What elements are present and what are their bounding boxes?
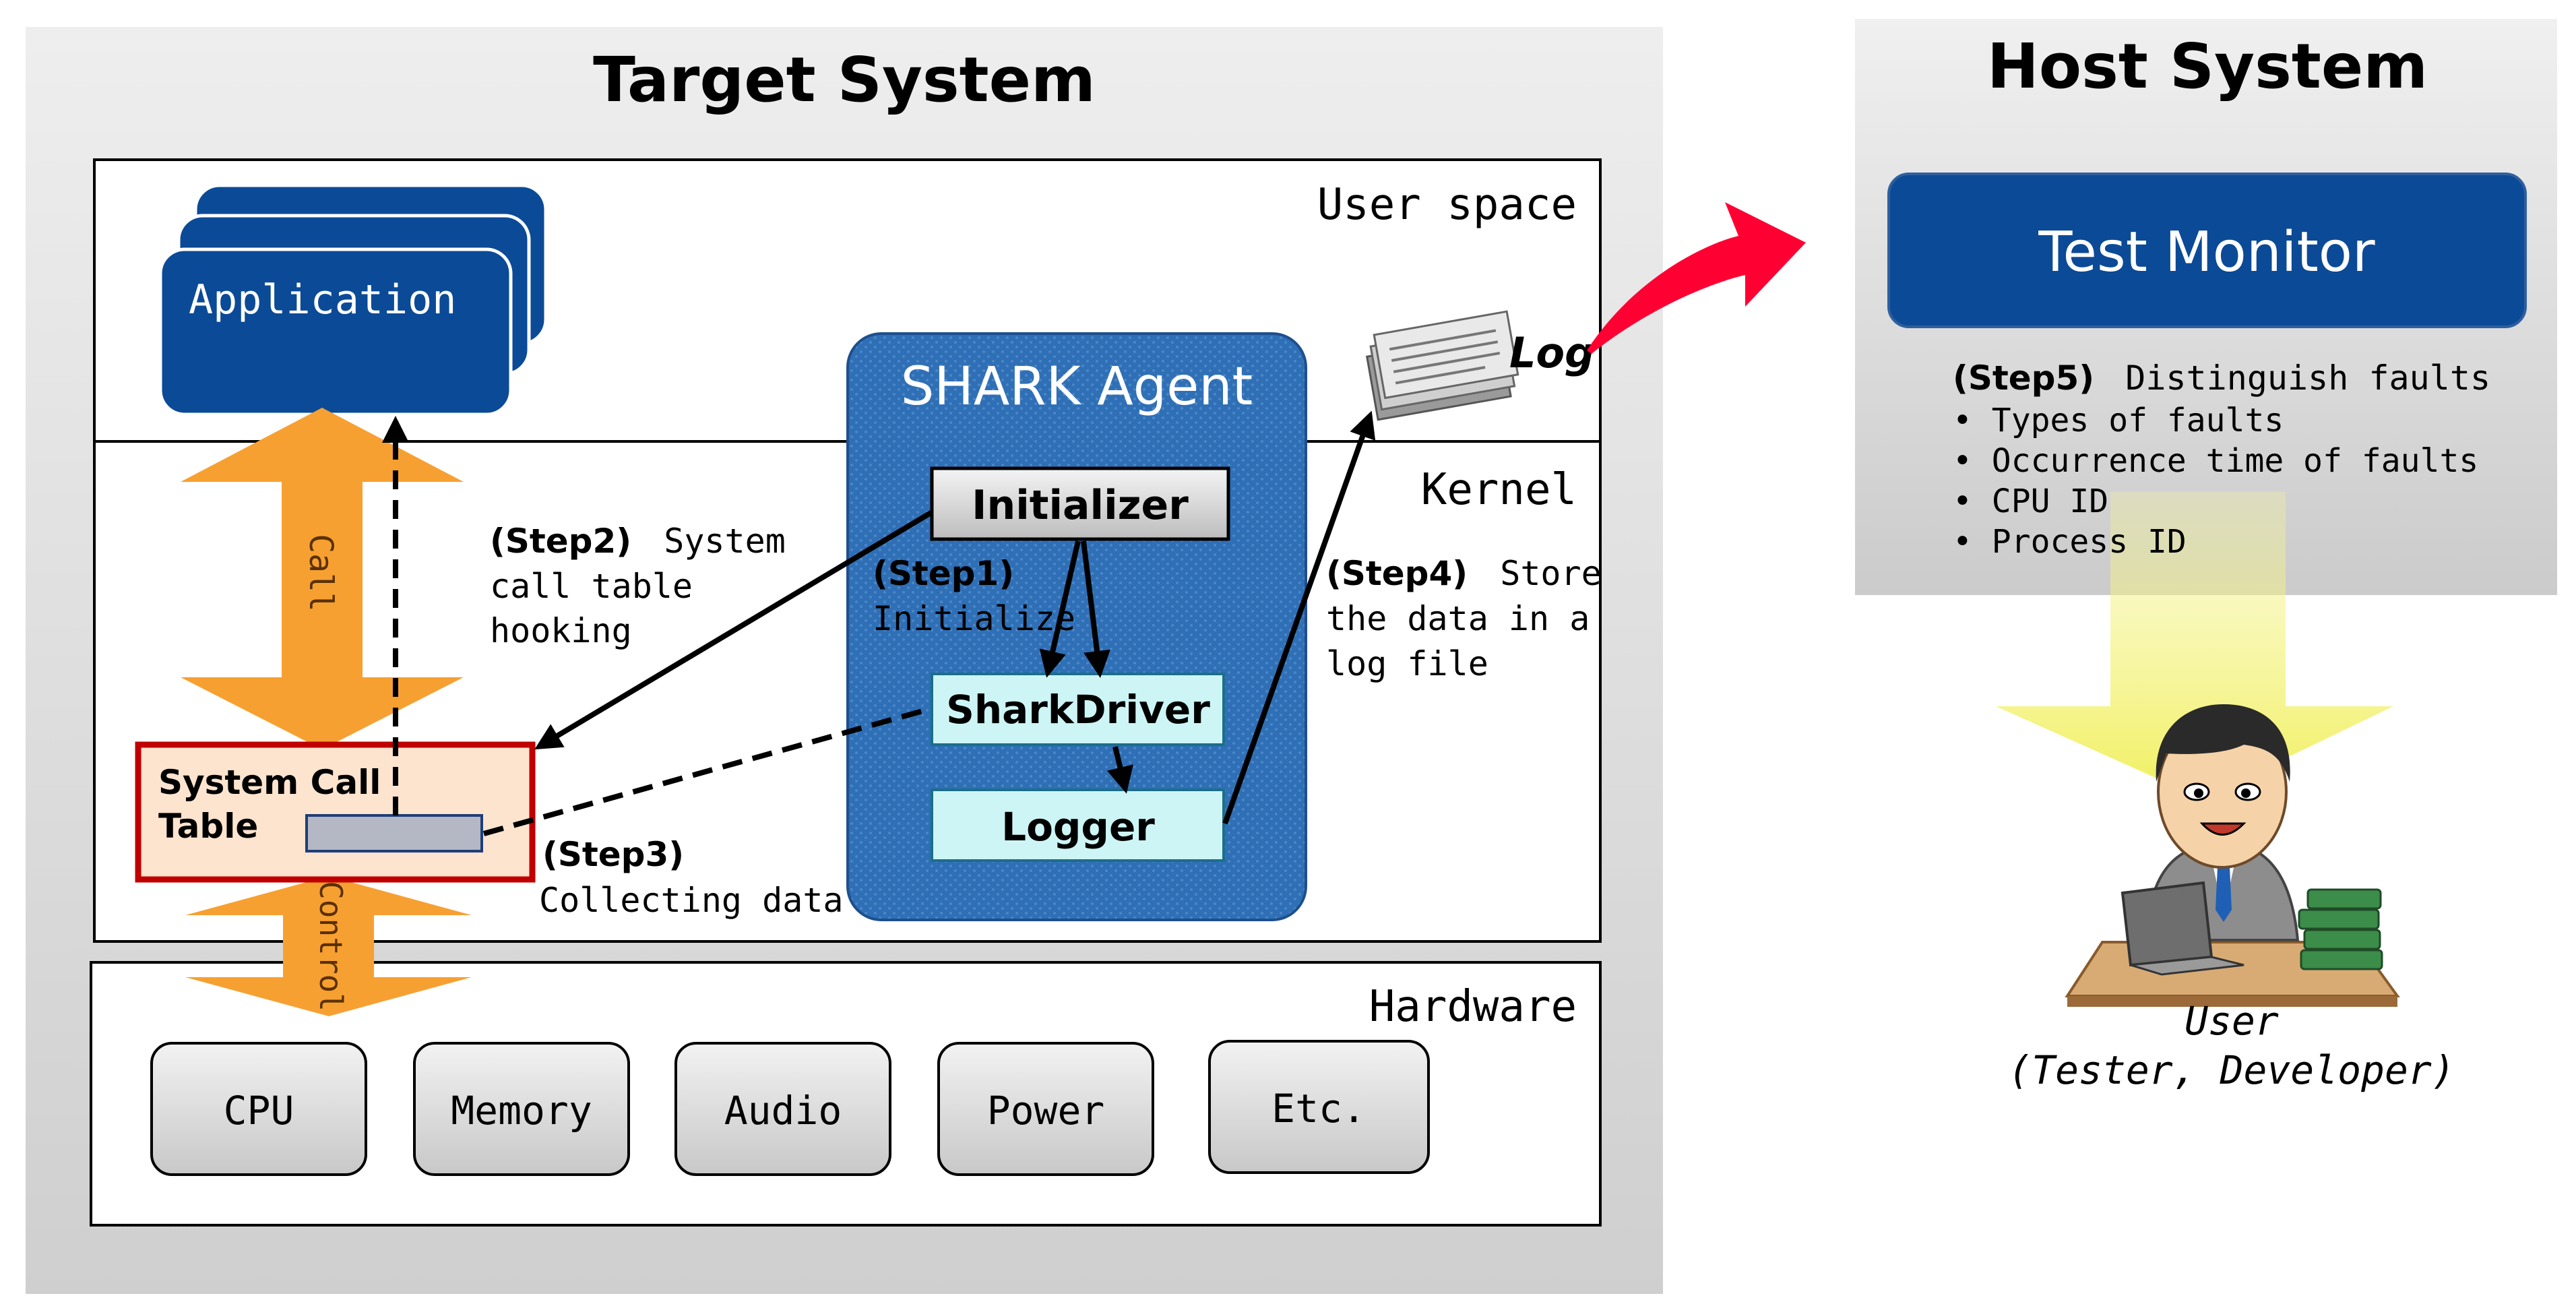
hw-audio-box[interactable] [674,1042,891,1176]
hw-memory-label: Memory [451,1088,592,1134]
step5-tag: (Step5) [1953,359,2094,398]
step3-tag: (Step3) [542,835,684,874]
user-space-label: User space [1317,180,1577,230]
shark-driver-label: SharkDriver [946,687,1210,733]
step3-text: Collecting data [539,881,844,920]
hw-power-label: Power [987,1088,1105,1134]
user-roles: (Tester, Developer) [2008,1047,2455,1093]
step5-block: (Step5) Distinguish faults • Types of fa… [1953,359,2490,561]
control-arrow: Control [185,876,472,1016]
step2-line3: hooking [490,611,632,650]
system-call-table-line2: Table [158,807,258,846]
test-monitor[interactable]: Test Monitor [1887,173,2527,328]
step1-tag: (Step1) [873,554,1014,593]
step3-collect-line [482,706,931,836]
log-papers-icon[interactable]: Log [1363,310,1594,421]
hw-audio-label: Audio [724,1088,842,1134]
hardware-label: Hardware [1369,982,1577,1032]
bullet-3: CPU ID [1992,483,2108,520]
step2-label: (Step2) System call table hooking [490,522,786,650]
host-system-title: Host System [1987,30,2428,102]
logger-box[interactable] [931,788,1225,862]
initializer-label: Initializer [972,482,1189,529]
svg-text:(Step5) Distinguish faul: (Step5) Distinguish faults [1953,359,2490,398]
step1-text: Initialize [873,599,1075,638]
svg-text:(Step4) Store: (Step4) Store [1326,554,1602,593]
hw-etc-label: Etc. [1271,1086,1366,1132]
logger-label: Logger [1001,804,1155,850]
log-label: Log [1509,328,1594,377]
svg-text:• CPU ID: • CPU ID [1953,483,2108,520]
step2-line1: System [664,522,786,561]
bullet-4: Process ID [1992,523,2187,561]
application-stack[interactable]: Application [158,183,548,416]
step1-label: (Step1) Initialize [873,554,1075,638]
bullet-1: Types of faults [1992,402,2284,439]
shark-agent[interactable]: SHARK Agent Initializer SharkDriver Logg… [846,332,1307,921]
hw-cpu-label: CPU [224,1088,294,1134]
hw-cpu-box[interactable] [150,1042,367,1176]
user-illustration: User (Tester, Developer) [2008,704,2455,1093]
initializer-box[interactable] [930,466,1230,541]
bullet-2: Occurrence time of faults [1992,442,2478,480]
shark-agent-title: SHARK Agent [901,356,1253,417]
books-icon [2298,888,2383,970]
call-label: Call [302,534,340,612]
step2-hook-arrow [534,509,934,750]
call-arrow: Call [181,408,464,749]
hw-etc-box[interactable] [1208,1040,1430,1174]
step2-tag: (Step2) [490,522,631,561]
log-to-host-arrow [1587,202,1806,354]
target-system-title: Target System [593,44,1096,116]
focus-beam [1996,492,2393,799]
svg-text:(Step2) System: (Step2) System [490,522,786,561]
shark-driver-box[interactable] [931,673,1225,746]
system-call-table[interactable]: System Call Table [135,741,536,883]
step4-line1: Store [1500,554,1602,593]
step2-line2: call table [490,567,693,606]
hw-memory-box[interactable] [413,1042,630,1176]
step5-text: Distinguish faults [2125,359,2490,398]
system-call-table-line1: System Call [158,763,381,802]
control-label: Control [313,881,349,1012]
kernel-label: Kernel [1421,465,1577,515]
hw-power-box[interactable] [937,1042,1154,1176]
hooked-entry[interactable] [305,814,483,852]
step4-tag: (Step4) [1326,554,1468,593]
test-monitor-label: Test Monitor [2038,220,2375,284]
driver-to-logger-arrow [1107,746,1133,794]
application-label: Application [189,276,456,323]
step4-log-arrow [1222,410,1376,825]
svg-text:• Occurrence time of faults: • Occurrence time of faults [1953,442,2478,480]
step4-line3: log file [1326,644,1488,683]
step4-label: (Step4) Store the data in a log file [1326,554,1602,683]
svg-text:• Types of faults: • Types of faults [1953,402,2284,439]
init-to-driver-arrow-a [1039,540,1081,678]
step3-label: (Step3) Collecting data [539,835,844,920]
init-to-driver-arrow-b [1081,540,1110,678]
step4-line2: the data in a [1326,599,1590,638]
user-label: User [2185,998,2279,1044]
hardware-items: CPU Memory Audio Power Etc. [150,1040,1430,1176]
svg-text:• Process ID: • Process ID [1953,523,2187,561]
laptop-icon [2121,881,2213,967]
